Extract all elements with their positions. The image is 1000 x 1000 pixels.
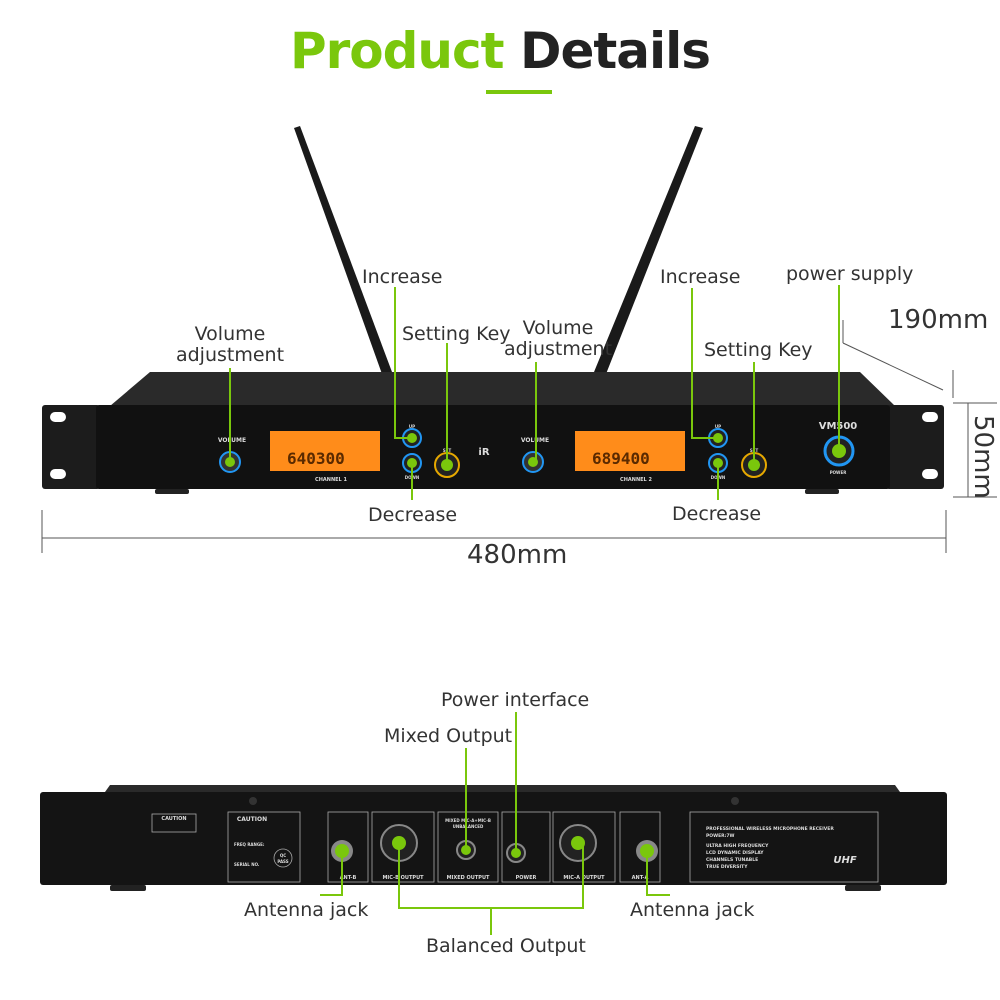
- rear-unit-top: [105, 785, 900, 792]
- label-volume-1-line2: adjustment: [175, 343, 285, 366]
- label-balanced-output: Balanced Output: [426, 935, 586, 957]
- dimension-width: 480mm: [467, 540, 568, 570]
- label-setting-key-2: Setting Key: [704, 339, 813, 361]
- rear-feature-4: TRUE DIVERSITY: [706, 864, 748, 870]
- rear-serial-no: SERIAL NO.: [234, 862, 260, 867]
- rear-brand: UHF: [833, 855, 856, 866]
- label-antenna-jack-1: Antenna jack: [244, 899, 369, 921]
- antenna-right: [594, 126, 703, 374]
- rear-unbalanced: UNBALANCED: [453, 824, 484, 829]
- rear-caution-2: CAUTION: [237, 816, 267, 823]
- title-part-product: Product: [289, 22, 505, 80]
- rear-ant-a: ANT-A: [632, 875, 649, 881]
- label-mixed-output: Mixed Output: [384, 725, 513, 747]
- rear-receiver-line2: POWER:7W: [706, 833, 735, 839]
- rear-freq-range: FREQ RANGE:: [234, 842, 265, 847]
- lcd-frequency-2: 689400: [592, 449, 650, 468]
- rear-ant-b: ANT-B: [340, 875, 357, 881]
- front-panel: [96, 405, 890, 489]
- rear-callout-lines: [320, 712, 670, 935]
- rear-caution-1: CAUTION: [161, 816, 186, 822]
- label-antenna-jack-2: Antenna jack: [630, 899, 755, 921]
- volume-knob-2: [522, 451, 544, 473]
- lcd-display-1: [270, 431, 380, 471]
- front-callout-lines: [229, 285, 840, 500]
- rack-ear-right: [886, 405, 944, 489]
- rack-ear-left: [42, 405, 100, 489]
- panel-up-1: UP: [409, 424, 415, 429]
- rear-receiver-line1: PROFESSIONAL WIRELESS MICROPHONE RECEIVE…: [706, 826, 834, 832]
- rear-feature-1: ULTRA HIGH FREQUENCY: [706, 843, 769, 849]
- panel-up-2: UP: [715, 424, 721, 429]
- rear-power: POWER: [516, 875, 537, 881]
- rear-mic-a-output: MIC-A OUTPUT: [563, 875, 605, 881]
- panel-volume-1: VOLUME: [218, 437, 246, 444]
- dimension-lines: [41, 320, 997, 553]
- rear-panel: [40, 792, 947, 885]
- front-unit-top: [110, 372, 895, 406]
- rear-mixed-output: MIXED OUTPUT: [447, 875, 490, 881]
- label-decrease-2: Decrease: [672, 503, 762, 525]
- rear-mixed-label: MIXED MIC-A+MIC-B: [445, 818, 491, 823]
- panel-power: POWER: [830, 470, 847, 475]
- label-volume-adjustment-1: Volume adjustment: [160, 324, 300, 366]
- label-volume-2-line1: Volume: [522, 317, 594, 339]
- panel-ir: iR: [478, 447, 489, 458]
- rear-feature-3: CHANNELS TUNABLE: [706, 857, 758, 863]
- label-power-supply: power supply: [786, 263, 914, 285]
- rear-feature-2: LCD DYNAMIC DISPLAY: [706, 850, 764, 856]
- rear-pass: PASS: [277, 859, 288, 864]
- label-volume-2-line2: adjustment: [503, 337, 613, 360]
- label-volume-1-line1: Volume: [194, 323, 266, 345]
- title-part-details: Details: [519, 22, 711, 80]
- rear-qc: QC: [280, 853, 286, 858]
- dimension-depth: 190mm: [888, 305, 989, 335]
- antenna-left: [294, 126, 392, 374]
- lcd-display-2: [575, 431, 685, 471]
- label-volume-adjustment-2: Volume adjustment: [488, 318, 628, 360]
- label-setting-key-1: Setting Key: [402, 323, 511, 345]
- page-title: Product Details: [0, 22, 1000, 80]
- label-increase-1: Increase: [362, 266, 443, 288]
- mic-a-output-jack: [559, 824, 597, 862]
- panel-channel-1: CHANNEL 1: [315, 477, 347, 483]
- label-decrease-1: Decrease: [368, 504, 458, 526]
- label-increase-2: Increase: [660, 266, 741, 288]
- lcd-frequency-1: 640300: [287, 449, 345, 468]
- rear-mic-b-output: MIC-B OUTPUT: [382, 875, 424, 881]
- dimension-height: 50mm: [968, 415, 998, 499]
- label-power-interface: Power interface: [441, 689, 590, 711]
- title-underline: [486, 90, 552, 94]
- panel-channel-2: CHANNEL 2: [620, 477, 652, 483]
